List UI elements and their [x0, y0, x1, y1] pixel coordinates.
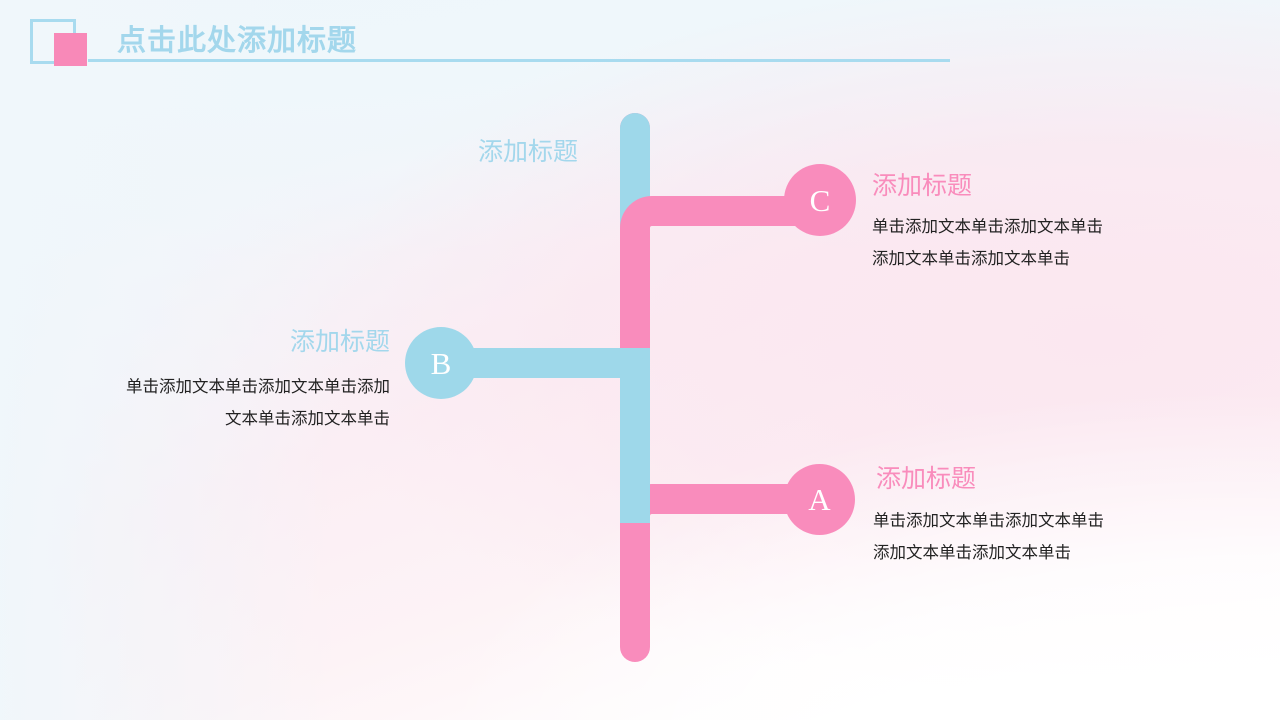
- branch-node-a[interactable]: A: [784, 464, 855, 535]
- connector-branch-b-corner: [590, 348, 650, 408]
- branch-node-b[interactable]: B: [405, 327, 477, 399]
- branch-c-body[interactable]: 单击添加文本单击添加文本单击 添加文本单击添加文本单击: [872, 211, 1103, 274]
- branch-b-body-line-1: 单击添加文本单击添加文本单击添加: [126, 377, 390, 396]
- branch-c-body-line-1: 单击添加文本单击添加文本单击: [872, 217, 1103, 236]
- branch-a-body-line-1: 单击添加文本单击添加文本单击: [873, 511, 1104, 530]
- branch-c-title[interactable]: 添加标题: [872, 171, 973, 200]
- branch-c-body-line-2: 添加文本单击添加文本单击: [872, 248, 1070, 268]
- branch-a-body-line-2: 添加文本单击添加文本单击: [873, 542, 1071, 562]
- slide-header: 点击此处添加标题: [0, 0, 1280, 96]
- branch-b-body-line-2: 文本单击添加文本单击: [225, 408, 390, 428]
- branch-a-body[interactable]: 单击添加文本单击添加文本单击 添加文本单击添加文本单击: [873, 505, 1104, 568]
- branch-b-body[interactable]: 单击添加文本单击添加文本单击添加 文本单击添加文本单击: [60, 371, 390, 434]
- diagram-top-label[interactable]: 添加标题: [478, 137, 579, 166]
- branch-node-c[interactable]: C: [784, 164, 856, 236]
- branch-a-title[interactable]: 添加标题: [876, 464, 977, 493]
- branch-b-title[interactable]: 添加标题: [289, 327, 390, 356]
- decorative-solid-square: [54, 33, 87, 66]
- connector-branch-c: [620, 196, 800, 286]
- header-divider-rule: [88, 59, 950, 62]
- page-title[interactable]: 点击此处添加标题: [117, 23, 358, 57]
